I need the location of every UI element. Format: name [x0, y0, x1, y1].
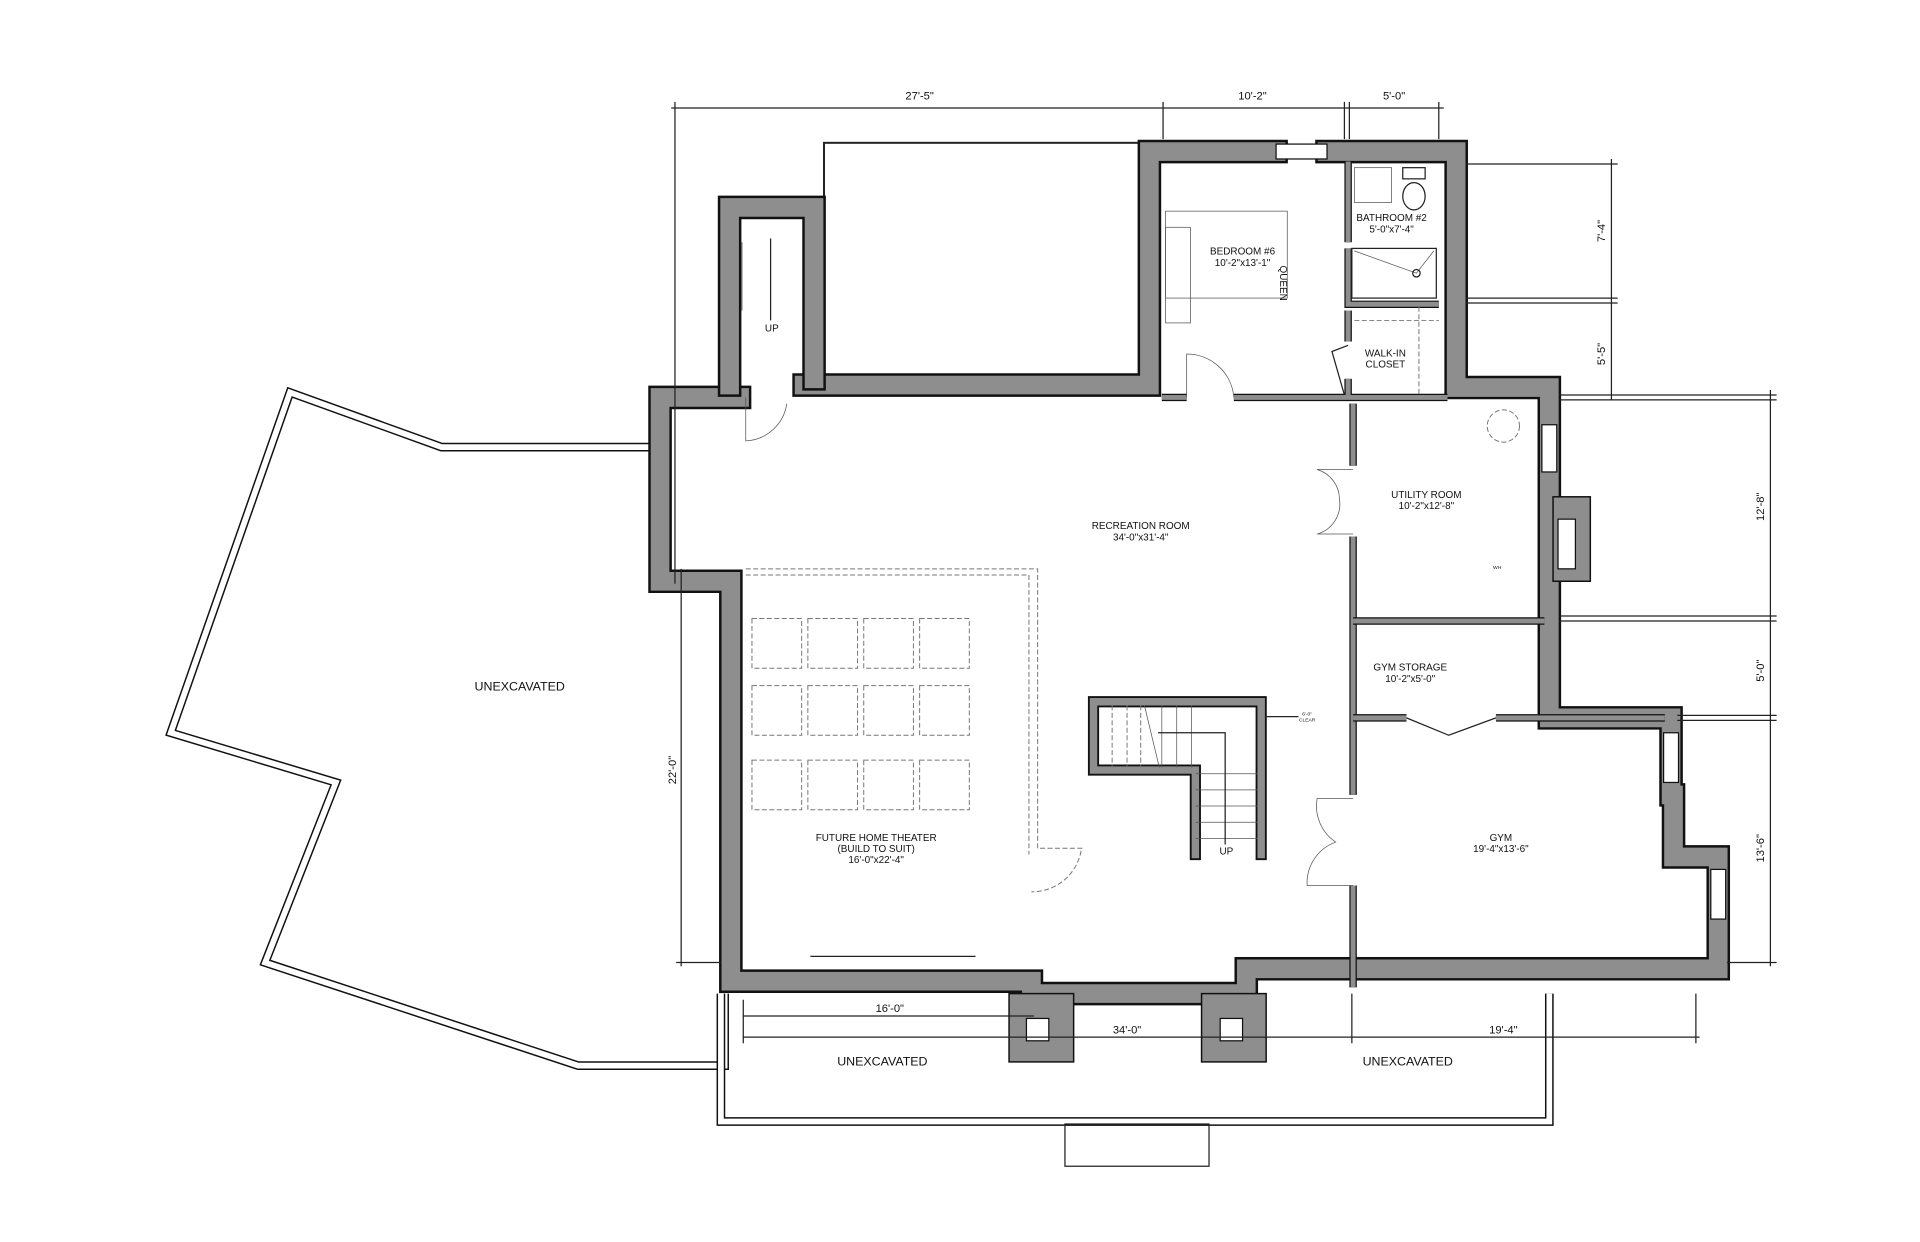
bottom-step [1064, 1123, 1210, 1167]
water-heater-label: WH [1493, 565, 1502, 571]
bedroom-size: 10'-2"x13'-1" [1215, 258, 1271, 269]
utility-fixture [1486, 409, 1521, 443]
dim-right-1: 12'-8" [1755, 492, 1767, 520]
stair-center: UP 6'-0" CLEAR [1087, 696, 1316, 861]
bedroom-door[interactable] [1186, 353, 1235, 398]
bedroom-name: BEDROOM #6 [1210, 247, 1276, 258]
gym-size: 19'-4"x13'-6" [1473, 844, 1529, 855]
theater-seat [863, 759, 914, 811]
dim-left: 22'-0" [667, 756, 679, 784]
theater-seat [863, 685, 914, 736]
stair-up-label: UP [1220, 846, 1234, 857]
theater-seat [807, 759, 859, 811]
gym-double-door[interactable] [1306, 798, 1354, 886]
bathroom-name: BATHROOM #2 [1356, 213, 1427, 224]
theater-seat [919, 618, 970, 669]
utility-double-door[interactable] [1316, 469, 1354, 535]
stair-top-left: UP [741, 238, 779, 335]
gym-storage-size: 10'-2"x5'-0" [1385, 674, 1435, 685]
svg-text:CLEAR: CLEAR [1299, 718, 1316, 724]
bed-label: QUEEN [1277, 266, 1288, 301]
unexcavated-bottom-left-label: UNEXCAVATED [837, 1055, 927, 1069]
dimension-lines: 27'-5" 10'-2" 5'-0" 7'-4" 5'-5" 12'-8" 5… [667, 90, 1777, 1044]
theater-name: FUTURE HOME THEATER [816, 833, 937, 844]
theater-note: (BUILD TO SUIT) [837, 844, 914, 855]
unexcavated-left-area [165, 386, 729, 1070]
room-labels: BEDROOM #6 10'-2"x13'-1" QUEEN BATHROOM … [475, 213, 1530, 1069]
dim-bottom-1: 16'-0" [876, 1003, 904, 1015]
window [1662, 732, 1680, 784]
unexcavated-bottom-right-label: UNEXCAVATED [1363, 1055, 1453, 1069]
closet-door[interactable] [1331, 344, 1349, 396]
stair-up-label: UP [765, 324, 779, 335]
utility-size: 10'-2"x12'-8" [1399, 501, 1455, 512]
dim-bottom-2: 34'-0" [1113, 1024, 1141, 1036]
dim-top-1: 27'-5" [905, 90, 933, 102]
bathroom-size: 5'-0"x7'-4" [1369, 224, 1414, 235]
theater-seat [751, 685, 803, 736]
closet-name-2: CLOSET [1366, 360, 1406, 371]
svg-text:6'-0": 6'-0" [1302, 711, 1312, 717]
dim-bottom-3: 19'-4" [1489, 1024, 1517, 1036]
dim-right-upper-2: 5'-5" [1596, 343, 1608, 365]
future-theater-layout [745, 568, 1084, 957]
theater-seat [751, 759, 803, 811]
recreation-size: 34'-0"x31'-4" [1113, 532, 1169, 543]
exterior-walls [648, 139, 1731, 1063]
top-block-outline [823, 141, 1142, 378]
gym-storage-name: GYM STORAGE [1373, 663, 1447, 674]
stair-door[interactable] [745, 397, 788, 442]
dim-right-upper-1: 7'-4" [1596, 220, 1608, 242]
window [1710, 868, 1727, 920]
recreation-name: RECREATION ROOM [1092, 521, 1190, 532]
theater-seat [863, 618, 914, 669]
closet-name: WALK-IN [1365, 348, 1406, 359]
interior-walls [745, 161, 1665, 988]
theater-size: 16'-0"x22'-4" [848, 855, 904, 866]
window [1275, 143, 1328, 160]
dim-right-2: 5'-0" [1755, 660, 1767, 682]
theater-seat [807, 618, 859, 669]
dim-top-3: 5'-0" [1383, 90, 1405, 102]
dim-right-3: 13'-6" [1755, 834, 1767, 862]
theater-seat [751, 618, 803, 669]
dim-top-2: 10'-2" [1238, 90, 1266, 102]
unexcavated-bottom-area [716, 993, 1554, 1167]
theater-seat [919, 759, 970, 811]
theater-seat [919, 685, 970, 736]
gym-name: GYM [1490, 833, 1513, 844]
utility-name: UTILITY ROOM [1391, 490, 1461, 501]
unexcavated-left-label: UNEXCAVATED [475, 680, 565, 694]
window [1541, 424, 1558, 473]
theater-seat [807, 685, 859, 736]
